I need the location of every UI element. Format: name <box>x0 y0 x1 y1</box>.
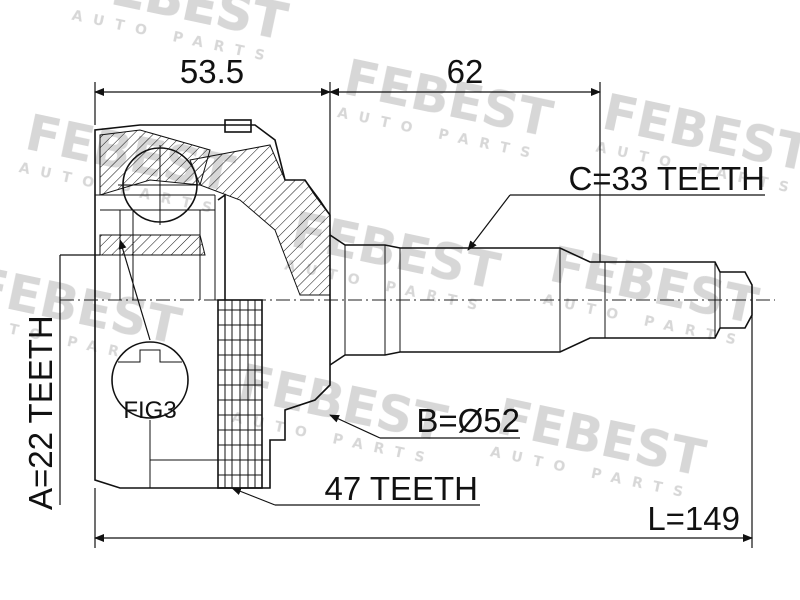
callout-spline-a: A=22 TEETH <box>22 315 59 510</box>
callout-spline-c: C=33 TEETH <box>568 160 765 197</box>
dimension-lines <box>59 82 753 548</box>
dimension-label-53-5: 53.5 <box>180 53 244 90</box>
abs-ring <box>217 193 263 489</box>
callout-diameter-b: B=Ø52 <box>416 402 520 439</box>
ball <box>118 145 202 225</box>
stem-shaft <box>329 234 753 366</box>
fig3-label: FIG3 <box>123 397 176 424</box>
dimension-label-62: 62 <box>447 53 484 90</box>
outer-housing <box>94 119 331 489</box>
total-length-label: L=149 <box>647 500 740 537</box>
fig3-detail-bubble: FIG3 <box>111 341 189 424</box>
callout-abs-teeth: 47 TEETH <box>325 470 478 507</box>
leader-lines <box>118 194 765 506</box>
